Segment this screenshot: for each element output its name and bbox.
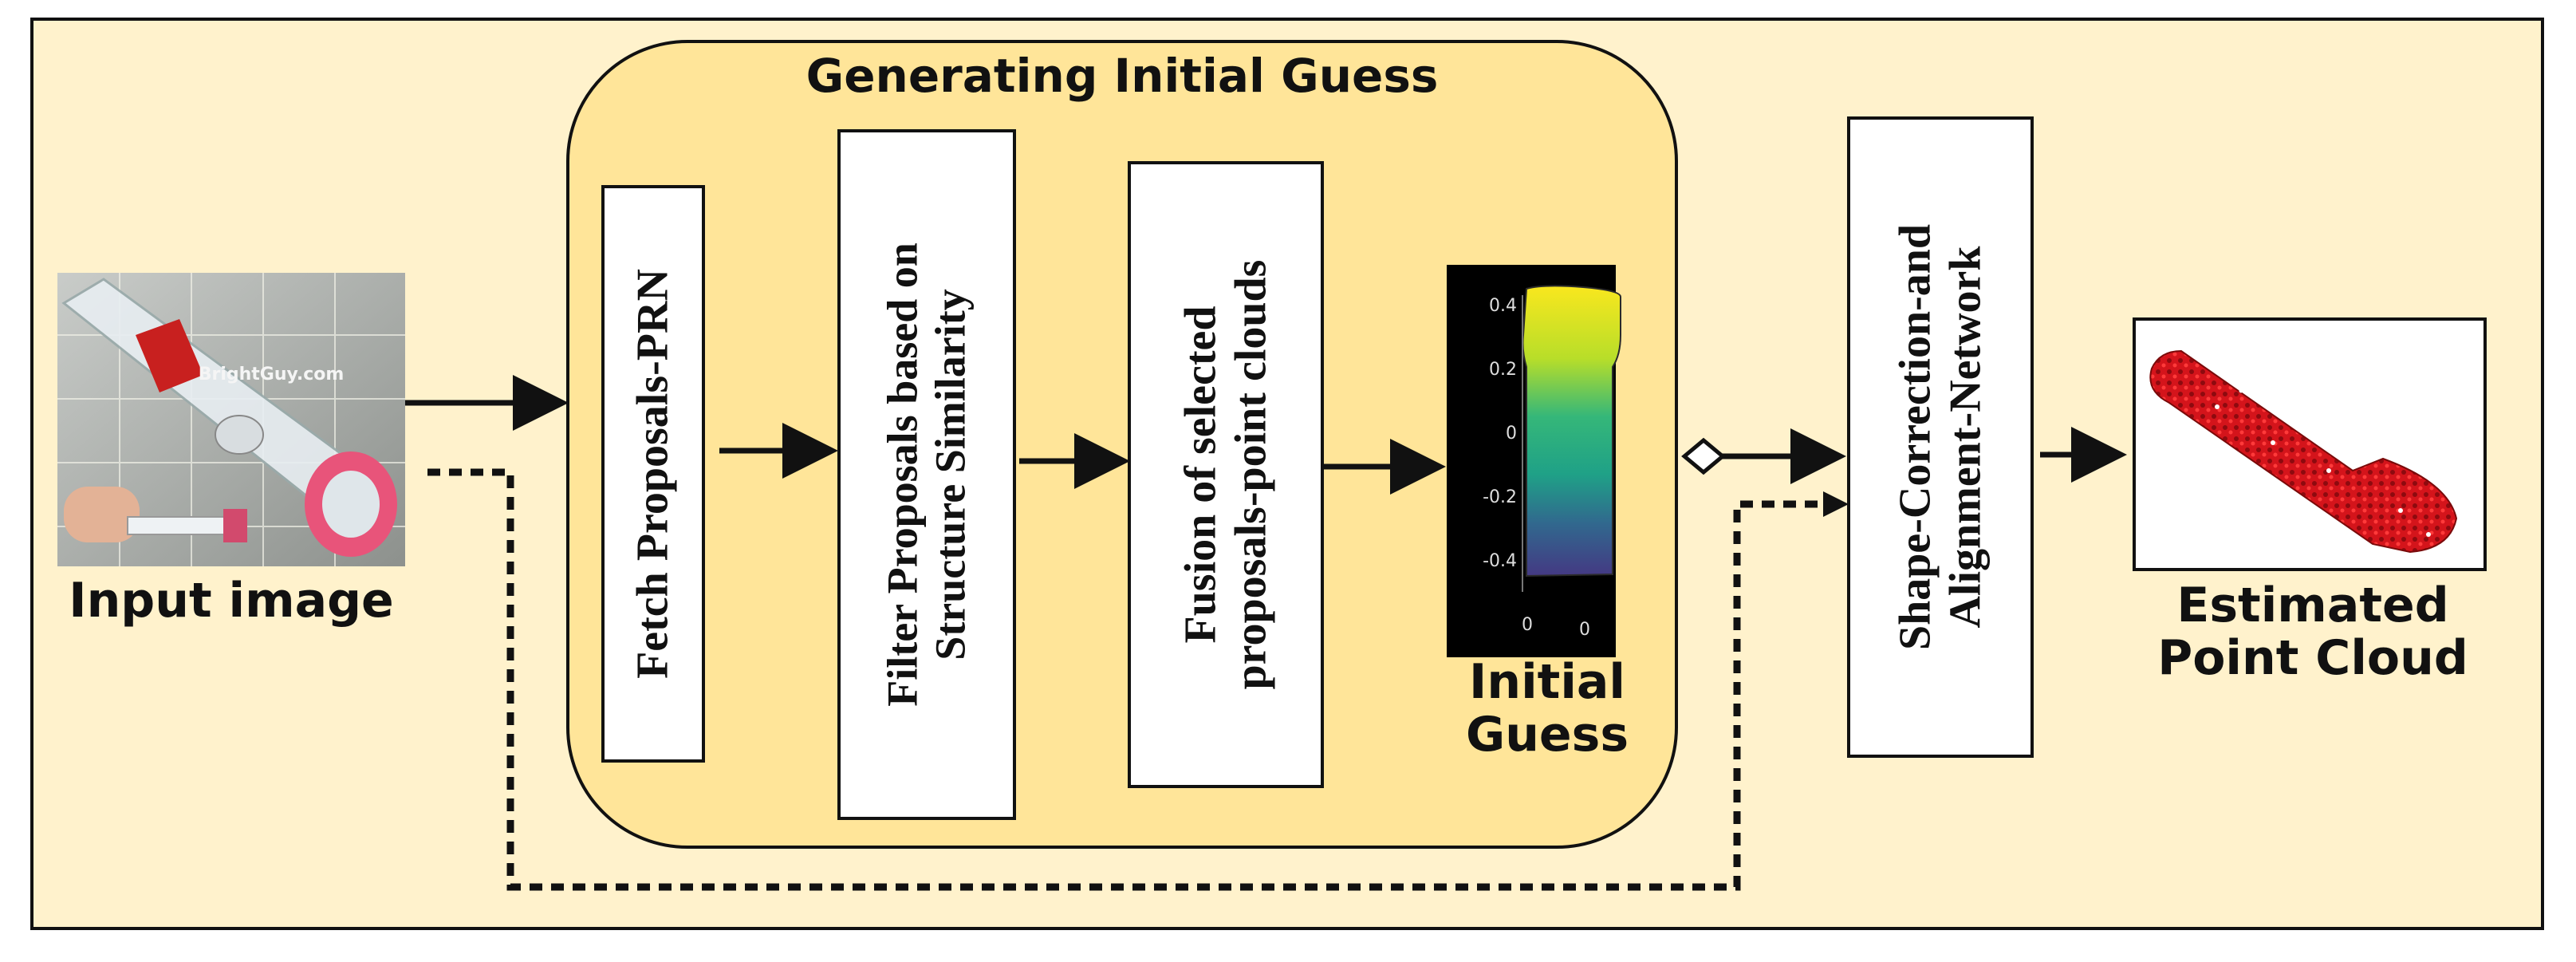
filter-line-1: Filter Proposals based on xyxy=(878,242,927,707)
fusion-line-1: Fusion of selected xyxy=(1176,306,1226,644)
initial-guess-line-1: Initial xyxy=(1469,654,1625,710)
input-image-label: Input image xyxy=(69,573,394,629)
initial-guess-label: Initial Guess xyxy=(1428,656,1667,761)
y-tick-3: -0.2 xyxy=(1483,487,1517,507)
fusion-label: Fusion of selected proposals-point cloud… xyxy=(1176,260,1275,690)
estimated-line-1: Estimated xyxy=(2176,578,2449,633)
shape-correction-label: Shape-Correction-and Alignment-Network xyxy=(1890,224,1990,650)
y-tick-1: 0.2 xyxy=(1489,360,1517,380)
fusion-line-2: proposals-point clouds xyxy=(1226,259,1275,690)
estimated-point-cloud xyxy=(2133,317,2487,571)
initial-guess-plot xyxy=(1447,265,1621,657)
dotted-skip-connection xyxy=(427,468,1825,891)
shape-correction-box: Shape-Correction-and Alignment-Network xyxy=(1847,116,2034,758)
shape-line-2: Alignment-Network xyxy=(1940,246,1990,629)
x-tick-1: 0 xyxy=(1579,620,1590,640)
initial-guess-line-2: Guess xyxy=(1465,707,1629,763)
fetch-proposals-label: Fetch Proposals-PRN xyxy=(628,269,678,679)
y-tick-2: 0 xyxy=(1506,424,1517,444)
fusion-box: Fusion of selected proposals-point cloud… xyxy=(1128,161,1324,788)
y-tick-4: -0.4 xyxy=(1483,551,1517,571)
y-tick-0: 0.4 xyxy=(1489,296,1517,316)
group-title: Generating Initial Guess xyxy=(805,49,1439,103)
input-image xyxy=(57,273,405,566)
arrows xyxy=(405,375,2127,495)
estimated-point-cloud-label: Estimated Point Cloud xyxy=(2105,579,2520,684)
filter-proposals-box: Filter Proposals based on Structure Simi… xyxy=(837,129,1016,820)
diamond-connector xyxy=(1681,437,1726,475)
filter-proposals-label: Filter Proposals based on Structure Simi… xyxy=(879,242,975,707)
input-watermark: BrightGuy.com xyxy=(198,365,345,384)
shape-line-1: Shape-Correction-and xyxy=(1890,223,1940,651)
estimated-line-2: Point Cloud xyxy=(2157,630,2468,686)
fetch-proposals-box: Fetch Proposals-PRN xyxy=(601,185,705,763)
x-tick-0: 0 xyxy=(1522,615,1533,635)
filter-line-2: Structure Similarity xyxy=(927,289,975,660)
